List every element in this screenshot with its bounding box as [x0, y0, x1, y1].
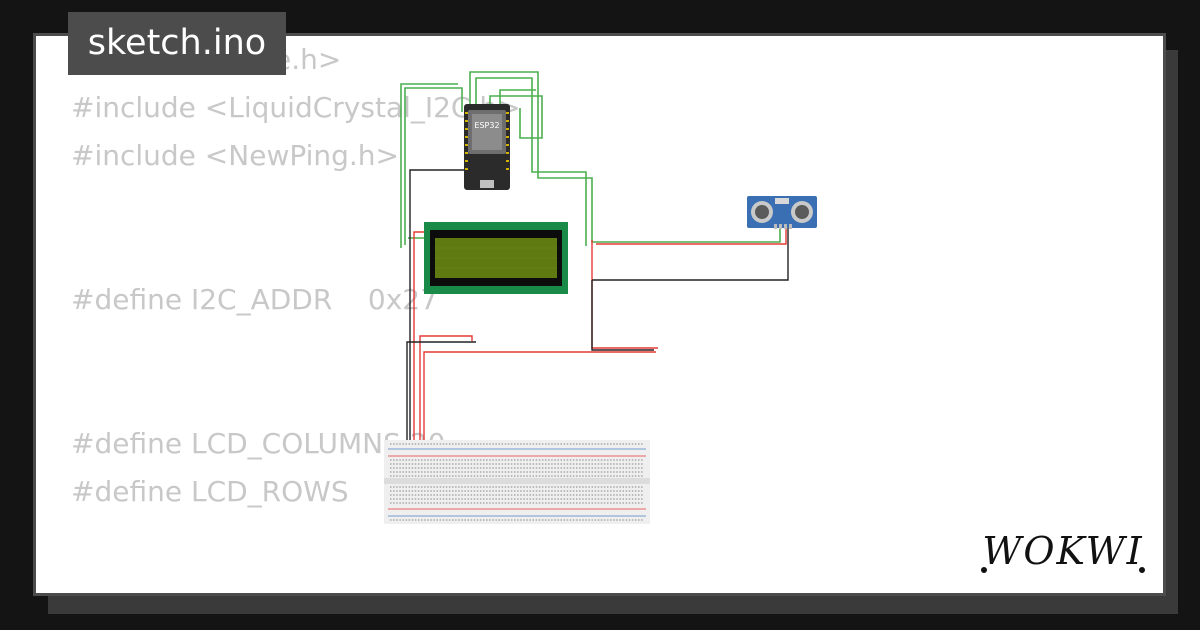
wokwi-logo-text: WOKWI: [982, 529, 1143, 573]
black-wires: [403, 169, 789, 448]
preview-card: #include <Wire.h>#include <LiquidCrystal…: [33, 33, 1166, 596]
breadboard: [384, 440, 650, 524]
green-wires: [400, 71, 781, 248]
wokwi-logo: WOKWI: [981, 529, 1145, 573]
esp32-label: ESP32: [474, 121, 499, 130]
ultrasonic-sensor: [747, 196, 817, 229]
code-line: #include <NewPing.h>: [71, 139, 400, 172]
lcd-display: [424, 222, 568, 294]
esp32-board: ESP32: [464, 104, 510, 190]
file-tab: sketch.ino: [68, 12, 286, 75]
